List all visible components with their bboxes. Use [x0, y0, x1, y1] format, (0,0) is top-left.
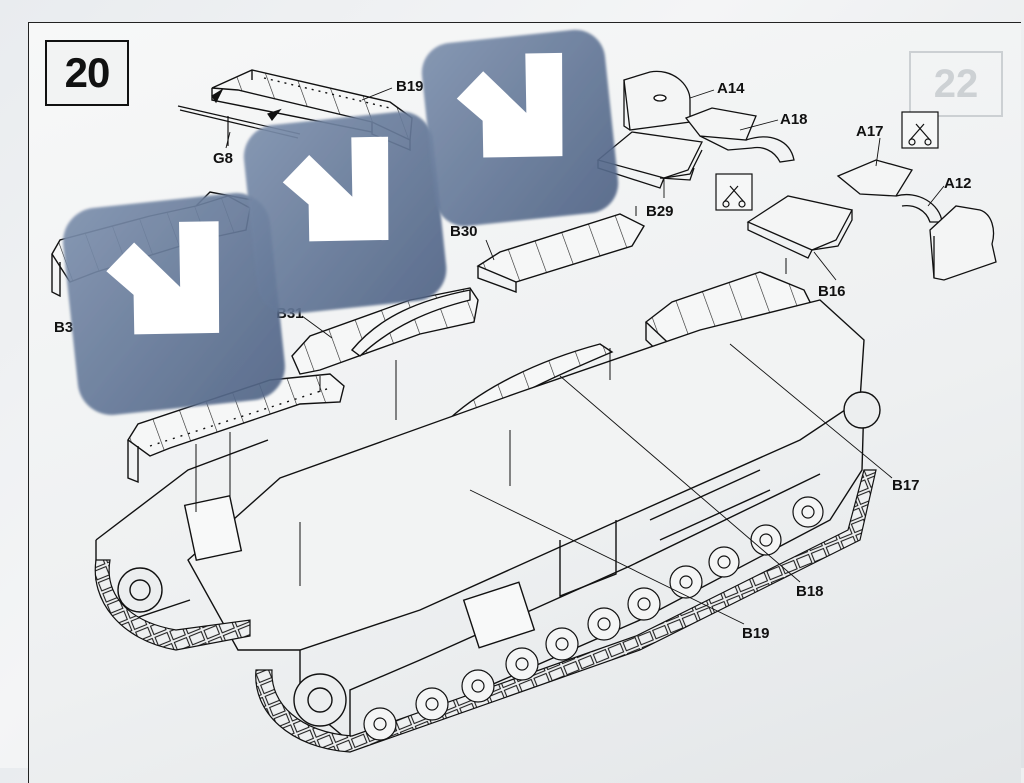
label-b18: B18 — [796, 583, 824, 600]
track-left — [94, 559, 251, 651]
label-a12: A12 — [944, 175, 972, 192]
label-a17: A17 — [856, 123, 884, 140]
tank-hull — [95, 299, 881, 743]
label-b30: B30 — [450, 223, 478, 240]
ghost-step-number: 22 — [933, 61, 979, 106]
part-labels: B19 G8 B3 B31 B30 A14 A18 B29 A17 A12 B1… — [54, 78, 972, 642]
label-a18: A18 — [780, 111, 808, 128]
part-b30-plate — [476, 213, 645, 294]
label-b16: B16 — [818, 283, 846, 300]
road-wheels — [363, 496, 824, 741]
label-b29: B29 — [646, 203, 674, 220]
label-b19-top: B19 — [396, 78, 424, 95]
bleed-through-step-number: 22 — [909, 51, 1003, 117]
part-a18 — [684, 107, 795, 163]
part-b16 — [746, 195, 853, 259]
label-b19-bottom: B19 — [742, 625, 770, 642]
part-a17 — [836, 159, 943, 223]
step-number-box: 20 — [45, 40, 129, 106]
side-cutter-icon — [901, 111, 939, 149]
assembly-guide-lines — [195, 206, 787, 586]
leader-lines — [225, 87, 945, 625]
side-cutter-icon — [715, 173, 753, 211]
part-a14 — [623, 70, 691, 131]
down-arrow-icon — [243, 111, 447, 315]
label-a14: A14 — [717, 80, 745, 97]
part-a12 — [929, 205, 997, 281]
track-right — [255, 469, 877, 753]
label-b3x: B3 — [54, 319, 73, 336]
step-number: 20 — [64, 49, 111, 96]
down-arrow-icon — [63, 193, 285, 415]
label-b17: B17 — [892, 477, 920, 494]
part-b31-mudguard — [291, 287, 479, 375]
label-g8: G8 — [213, 150, 233, 167]
down-arrow-icon — [421, 29, 619, 227]
